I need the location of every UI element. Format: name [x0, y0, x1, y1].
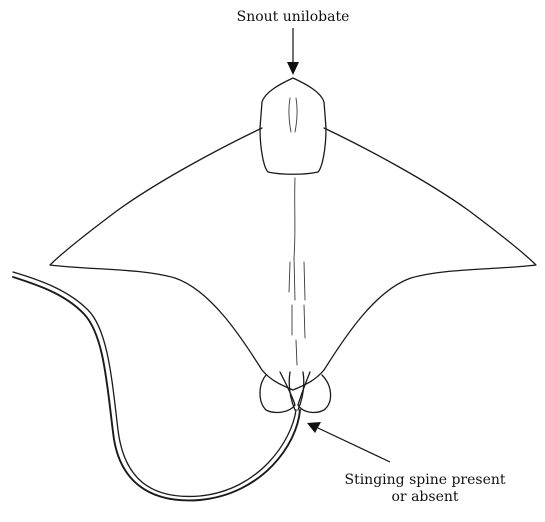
head-outline [260, 78, 326, 174]
midline-dash-f [296, 340, 297, 365]
midline-dash-b [294, 258, 295, 300]
spine-arrow-head [307, 422, 321, 433]
snout-arrow-head [287, 62, 299, 75]
spine-arrow-line [318, 428, 390, 462]
snout-ridge-left [289, 98, 291, 132]
tail-inner [13, 277, 300, 500]
snout-ridge-right [295, 98, 297, 132]
midline-dash-a [289, 262, 290, 292]
midline-dash-e [304, 305, 305, 338]
snout-label: Snout unilobate [237, 9, 350, 25]
midline-dash-c [304, 262, 305, 300]
disc-outline [50, 128, 536, 390]
tail [13, 272, 296, 496]
midline-upper [294, 178, 295, 258]
spine-label-line2: or absent [392, 489, 459, 505]
spine-label-line1: Stinging spine present [344, 472, 505, 488]
